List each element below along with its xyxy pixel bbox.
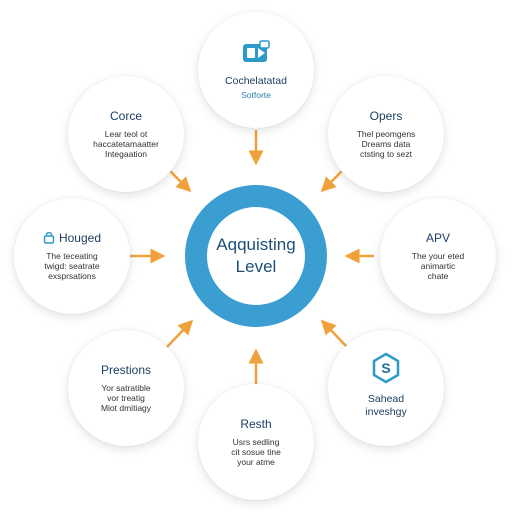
node-top-left-title: Corce [109, 108, 142, 123]
node-top-right-desc: Thel peomgens Dreams data ctsting to sez… [356, 128, 416, 159]
node-bottom-left-title: Prestions [100, 362, 152, 377]
center-node: Aqquisting Level [185, 185, 327, 327]
node-top-subtitle: Sotforte [241, 90, 271, 100]
node-left-desc: The teceating twigd: seatrate exsprsatio… [44, 250, 100, 281]
arrow-bottom-left [166, 319, 194, 348]
lock-icon [43, 232, 55, 244]
node-top-left-desc: Lear teol ot haccatetamaatter Integaatio… [93, 128, 159, 159]
node-bottom-left[interactable]: Prestions Yor satratible vor treatig Mio… [68, 330, 184, 446]
node-bottom-desc: Usrs sedling cit sosue tine your atme [231, 436, 281, 467]
node-right[interactable]: APV The your eted animartic chate [380, 198, 496, 314]
node-top[interactable]: Cochelatatad Sotforte [198, 12, 314, 128]
arrow-bottom-right [320, 319, 348, 348]
node-top-right[interactable]: Opers Thel peomgens Dreams data ctsting … [328, 76, 444, 192]
node-top-right-title: Opers [369, 108, 403, 123]
center-title: Aqquisting Level [216, 235, 296, 276]
node-right-desc: The your eted animartic chate [411, 250, 465, 281]
node-top-left[interactable]: Corce Lear teol ot haccatetamaatter Inte… [68, 76, 184, 192]
node-bottom-left-desc: Yor satratible vor treatig Miot dmitiagy [100, 382, 152, 413]
node-top-title: Cochelatatad [225, 75, 287, 87]
node-left-title: Houged [58, 230, 102, 245]
node-bottom-title: Resth [240, 416, 272, 431]
node-left[interactable]: Houged The teceating twigd: seatrate exs… [14, 198, 130, 314]
tablet-logo-icon [241, 40, 271, 66]
hexagon-dollar-icon: S [371, 352, 401, 384]
node-bottom-right[interactable]: S Sahead inveshgy [328, 330, 444, 446]
svg-text:S: S [381, 360, 390, 376]
node-right-title: APV [425, 230, 450, 245]
node-bottom-right-title: Sahead inveshgy [365, 392, 407, 418]
node-bottom[interactable]: Resth Usrs sedling cit sosue tine your a… [198, 384, 314, 500]
